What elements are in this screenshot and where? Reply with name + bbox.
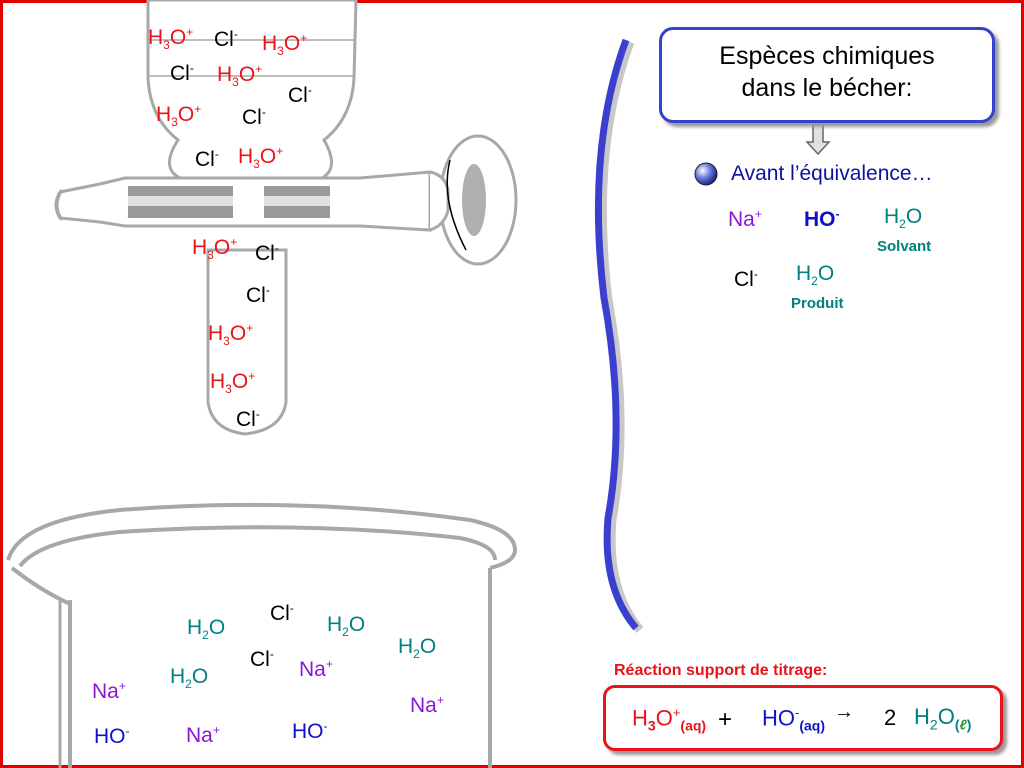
ion-chloride: Cl- — [236, 407, 260, 431]
ion-hydroxide: HO- — [94, 724, 130, 748]
ion-sodium: Na+ — [92, 679, 126, 703]
ion-chloride: Cl- — [170, 61, 194, 85]
molecule-water: H2O — [187, 616, 226, 643]
ion-hydronium: H3O+ — [217, 62, 263, 90]
ion-hydroxide: HO- — [292, 719, 328, 743]
reaction-title: Réaction support de titrage: — [614, 662, 828, 679]
species-chloride: Cl- — [734, 267, 758, 291]
reaction-box: H3O+(aq) + HO-(aq) → 2 H2O(ℓ) — [603, 685, 1003, 751]
plus-sign: + — [718, 706, 733, 733]
ion-hydronium: H3O+ — [156, 102, 202, 130]
species-sodium: Na+ — [728, 207, 762, 231]
species-hydroxide: HO- — [804, 207, 840, 231]
ion-hydronium: H3O+ — [192, 235, 238, 263]
ion-sodium: Na+ — [299, 657, 333, 681]
ion-chloride: Cl- — [255, 241, 279, 265]
species-water-solvent: H2O — [884, 205, 923, 232]
ion-chloride: Cl- — [288, 83, 312, 107]
down-arrow-icon — [805, 123, 831, 156]
ion-chloride: Cl- — [250, 647, 274, 671]
ion-hydronium: H3O+ — [208, 321, 254, 349]
ion-sodium: Na+ — [410, 693, 444, 717]
reactant-hydroxide: HO-(aq) — [762, 705, 826, 734]
ion-chloride: Cl- — [195, 147, 219, 171]
ion-chloride: Cl- — [242, 105, 266, 129]
ion-chloride: Cl- — [270, 601, 294, 625]
molecule-water: H2O — [170, 665, 209, 692]
coefficient: 2 — [884, 705, 897, 730]
molecule-water: H2O — [327, 613, 366, 640]
molecule-water: H2O — [398, 635, 437, 662]
page-title: Espèces chimiques dans le bécher: — [719, 42, 935, 102]
reaction-arrow-icon: → — [834, 701, 854, 723]
species-water-product: H2O — [796, 262, 835, 289]
bullet-sphere-icon — [694, 162, 718, 186]
stopcock-shading — [55, 159, 486, 251]
title-box: Espèces chimiques dans le bécher: — [659, 27, 995, 123]
ion-chloride: Cl- — [246, 283, 270, 307]
product-water: H2O(ℓ) — [914, 704, 972, 733]
ion-hydronium: H3O+ — [210, 369, 256, 397]
bullet-text: Avant l’équivalence… — [731, 162, 933, 185]
wavy-divider — [594, 38, 644, 633]
ion-hydronium: H3O+ — [262, 31, 308, 59]
ion-hydronium: H3O+ — [148, 25, 194, 53]
label-solvant: Solvant — [877, 238, 932, 255]
ion-sodium: Na+ — [186, 723, 220, 747]
label-produit: Produit — [791, 295, 844, 312]
reactant-hydronium: H3O+(aq) — [632, 705, 707, 734]
beaker — [6, 502, 518, 768]
ion-chloride: Cl- — [214, 27, 238, 51]
ion-hydronium: H3O+ — [238, 144, 284, 172]
